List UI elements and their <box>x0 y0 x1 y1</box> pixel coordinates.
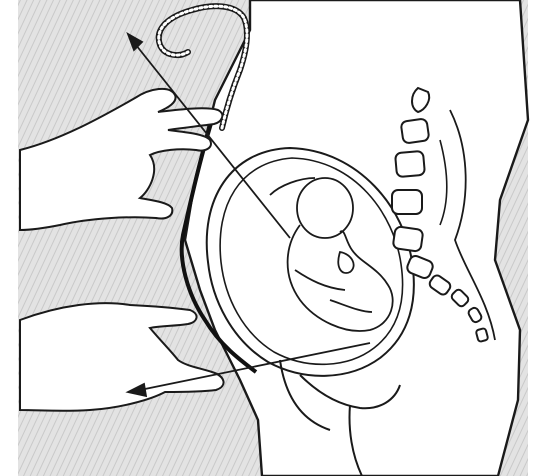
obstetric-procedure-illustration <box>0 0 546 476</box>
